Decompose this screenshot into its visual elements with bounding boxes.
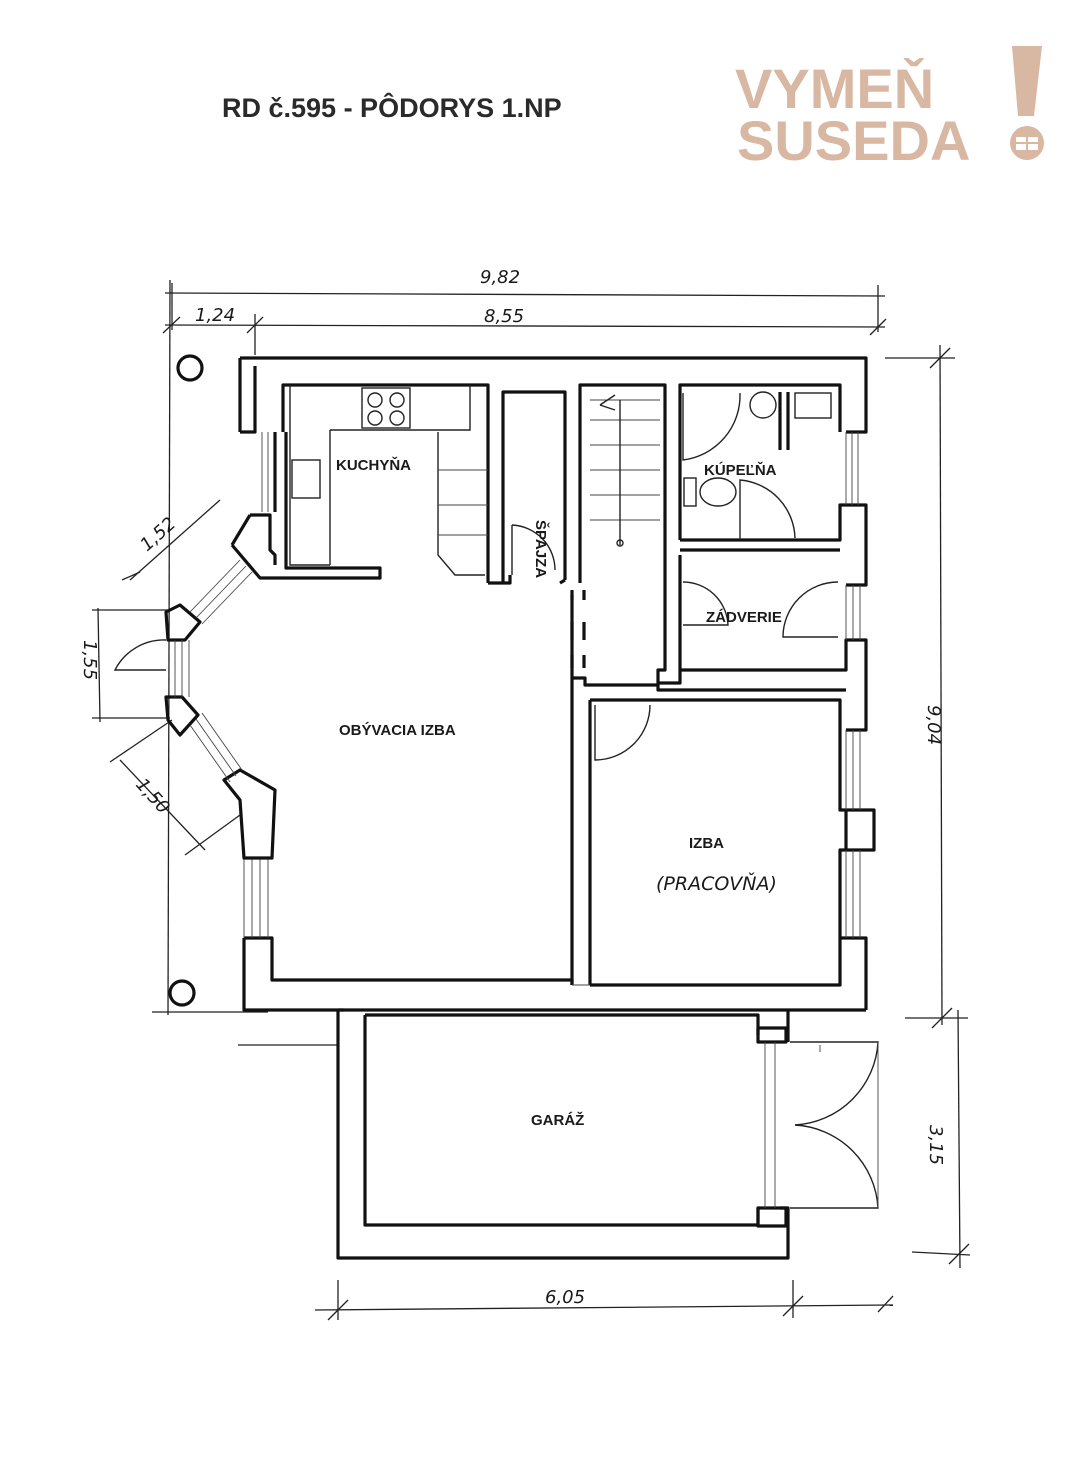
dim-right-height: 9,04 [923, 705, 944, 745]
plan-title: RD č.595 - PÔDORYS 1.NP [222, 92, 562, 123]
vymen-suseda-logo: VYMEŇ SUSEDA [735, 46, 1044, 172]
label-room-note: (PRACOVŇA) [656, 872, 777, 895]
logo-exclamation-icon [1012, 46, 1042, 116]
dim-garage-height: 3,15 [925, 1125, 946, 1165]
walls [113, 354, 876, 1012]
dim-total-width: 9,82 [480, 267, 520, 288]
dim-garage-width: 6,05 [545, 1287, 585, 1308]
label-living-room: OBÝVACIA IZBA [339, 721, 456, 739]
dim-bay-lower: 1,50 [131, 774, 173, 818]
logo-line-2: SUSEDA [737, 109, 970, 172]
label-bathroom: KÚPEĽŇA [704, 461, 777, 479]
logo-line-1: VYMEŇ [735, 57, 934, 120]
dim-bay-upper: 1,52 [136, 513, 180, 555]
label-room: IZBA [689, 835, 724, 852]
label-garage: GARÁŽ [531, 1111, 584, 1129]
label-vestibule: ZÁDVERIE [706, 609, 782, 626]
garage [336, 1008, 879, 1260]
dim-bay-middle: 1,55 [79, 640, 100, 680]
dim-inner-width: 8,55 [484, 306, 524, 327]
label-kitchen: KUCHYŇA [336, 456, 411, 474]
dim-left-offset: 1,24 [195, 305, 235, 326]
staircase [590, 394, 660, 547]
label-pantry: ŠPAJZA [532, 520, 550, 578]
dimension-lines: 9,82 1,24 8,55 9,04 3,15 6,05 [79, 267, 971, 1321]
